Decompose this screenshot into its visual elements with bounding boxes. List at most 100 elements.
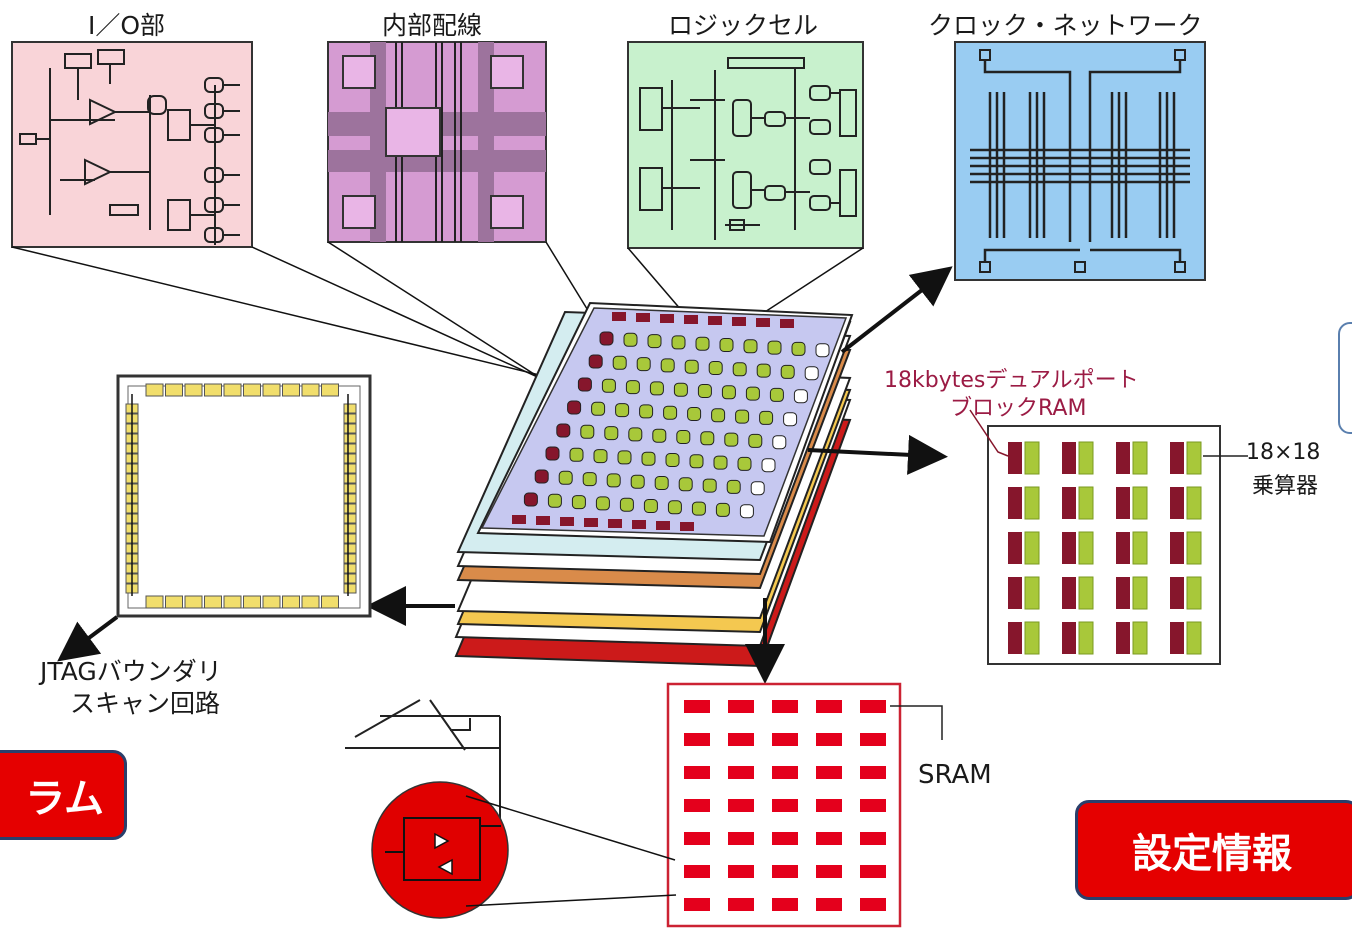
- chip-cell: [740, 505, 753, 518]
- block-ram: [1008, 577, 1022, 609]
- chip-cell: [642, 452, 655, 465]
- chip-cell: [736, 410, 749, 423]
- chip-cell: [712, 409, 725, 422]
- scan-cell: [263, 596, 280, 608]
- sram-cell: [684, 733, 710, 746]
- multiplier: [1133, 577, 1147, 609]
- multiplier: [1079, 442, 1093, 474]
- sram-cell: [860, 700, 886, 713]
- chip-cell: [725, 433, 738, 446]
- chip-cell: [677, 431, 690, 444]
- multiplier: [1187, 442, 1201, 474]
- chip-cell: [570, 448, 583, 461]
- multiplier: [1079, 622, 1093, 654]
- sram-cell: [860, 766, 886, 779]
- logic-panel-label: ロジックセル: [668, 6, 818, 42]
- block-ram: [1062, 442, 1076, 474]
- sram-cell: [816, 799, 842, 812]
- block-ram: [1116, 532, 1130, 564]
- sram-cell: [684, 700, 710, 713]
- multiplier: [1025, 622, 1039, 654]
- scan-cell: [344, 464, 356, 473]
- scan-cell: [344, 474, 356, 483]
- io-panel-label: I／O部: [88, 6, 165, 42]
- chip-cell: [714, 456, 727, 469]
- chip-cell: [596, 497, 609, 510]
- multiplier: [1133, 442, 1147, 474]
- scan-cell: [283, 384, 300, 396]
- sram-cell-detail: [345, 700, 676, 918]
- chip-cell: [602, 379, 615, 392]
- chip-cell: [524, 493, 537, 506]
- sram-cell: [860, 865, 886, 878]
- scan-cell: [302, 384, 319, 396]
- chip-cell: [572, 496, 585, 509]
- chip-cell: [751, 482, 764, 495]
- scan-cell: [344, 454, 356, 463]
- scan-cell: [224, 596, 241, 608]
- scan-cell: [322, 384, 339, 396]
- chip-cell: [773, 436, 786, 449]
- scan-cell: [263, 384, 280, 396]
- sram-cell: [684, 799, 710, 812]
- chip-cell: [688, 408, 701, 421]
- sram-cell: [728, 898, 754, 911]
- multiplier: [1079, 577, 1093, 609]
- scan-cell: [166, 596, 183, 608]
- chip-cell: [781, 365, 794, 378]
- sram-cell: [816, 865, 842, 878]
- multiplier: [1187, 487, 1201, 519]
- chip-cell: [760, 411, 773, 424]
- chip-cell: [631, 475, 644, 488]
- chip-cell: [744, 340, 757, 353]
- scan-cell: [344, 574, 356, 583]
- sram-cell: [728, 832, 754, 845]
- sram-cell: [684, 832, 710, 845]
- chip-cell: [674, 383, 687, 396]
- scan-cell: [344, 584, 356, 593]
- scan-cell: [302, 596, 319, 608]
- chip-cell: [672, 336, 685, 349]
- chip-cell: [720, 339, 733, 352]
- chip-cell: [640, 405, 653, 418]
- block-ram: [1062, 622, 1076, 654]
- multiplier: [1025, 442, 1039, 474]
- chip-cell: [696, 337, 709, 350]
- chip-cell: [746, 387, 759, 400]
- scan-cell: [185, 384, 202, 396]
- sram-cell: [684, 898, 710, 911]
- chip-cell: [600, 332, 613, 345]
- scan-cell: [344, 444, 356, 453]
- chip-cell: [613, 356, 626, 369]
- block-ram: [1062, 577, 1076, 609]
- chip-cell: [594, 450, 607, 463]
- scan-cell: [205, 596, 222, 608]
- scan-cell: [146, 384, 163, 396]
- sram-cell: [728, 865, 754, 878]
- block-ram: [1170, 532, 1184, 564]
- scan-cell: [344, 484, 356, 493]
- chip-cell: [589, 355, 602, 368]
- chip-cell: [644, 500, 657, 513]
- chip-cell: [629, 428, 642, 441]
- block-ram-panel: [970, 410, 1248, 664]
- chip-cell: [650, 382, 663, 395]
- sram-cell: [728, 766, 754, 779]
- block-ram: [1062, 532, 1076, 564]
- chip-cell: [668, 501, 681, 514]
- chip-cell: [805, 367, 818, 380]
- chip-cell: [738, 457, 751, 470]
- block-ram-label-line2: ブロックRAM: [950, 390, 1086, 422]
- scan-cell: [344, 524, 356, 533]
- chip-cell: [768, 341, 781, 354]
- chip-cell: [648, 335, 661, 348]
- block-ram: [1008, 487, 1022, 519]
- multiplier-label-line2: 乗算器: [1252, 468, 1318, 500]
- scan-cell: [205, 384, 222, 396]
- sram-cell: [772, 865, 798, 878]
- chip-cell: [664, 406, 677, 419]
- scan-cell: [344, 554, 356, 563]
- block-ram: [1116, 577, 1130, 609]
- jtag-label-line1: JTAGバウンダリ: [40, 652, 222, 688]
- multiplier: [1187, 622, 1201, 654]
